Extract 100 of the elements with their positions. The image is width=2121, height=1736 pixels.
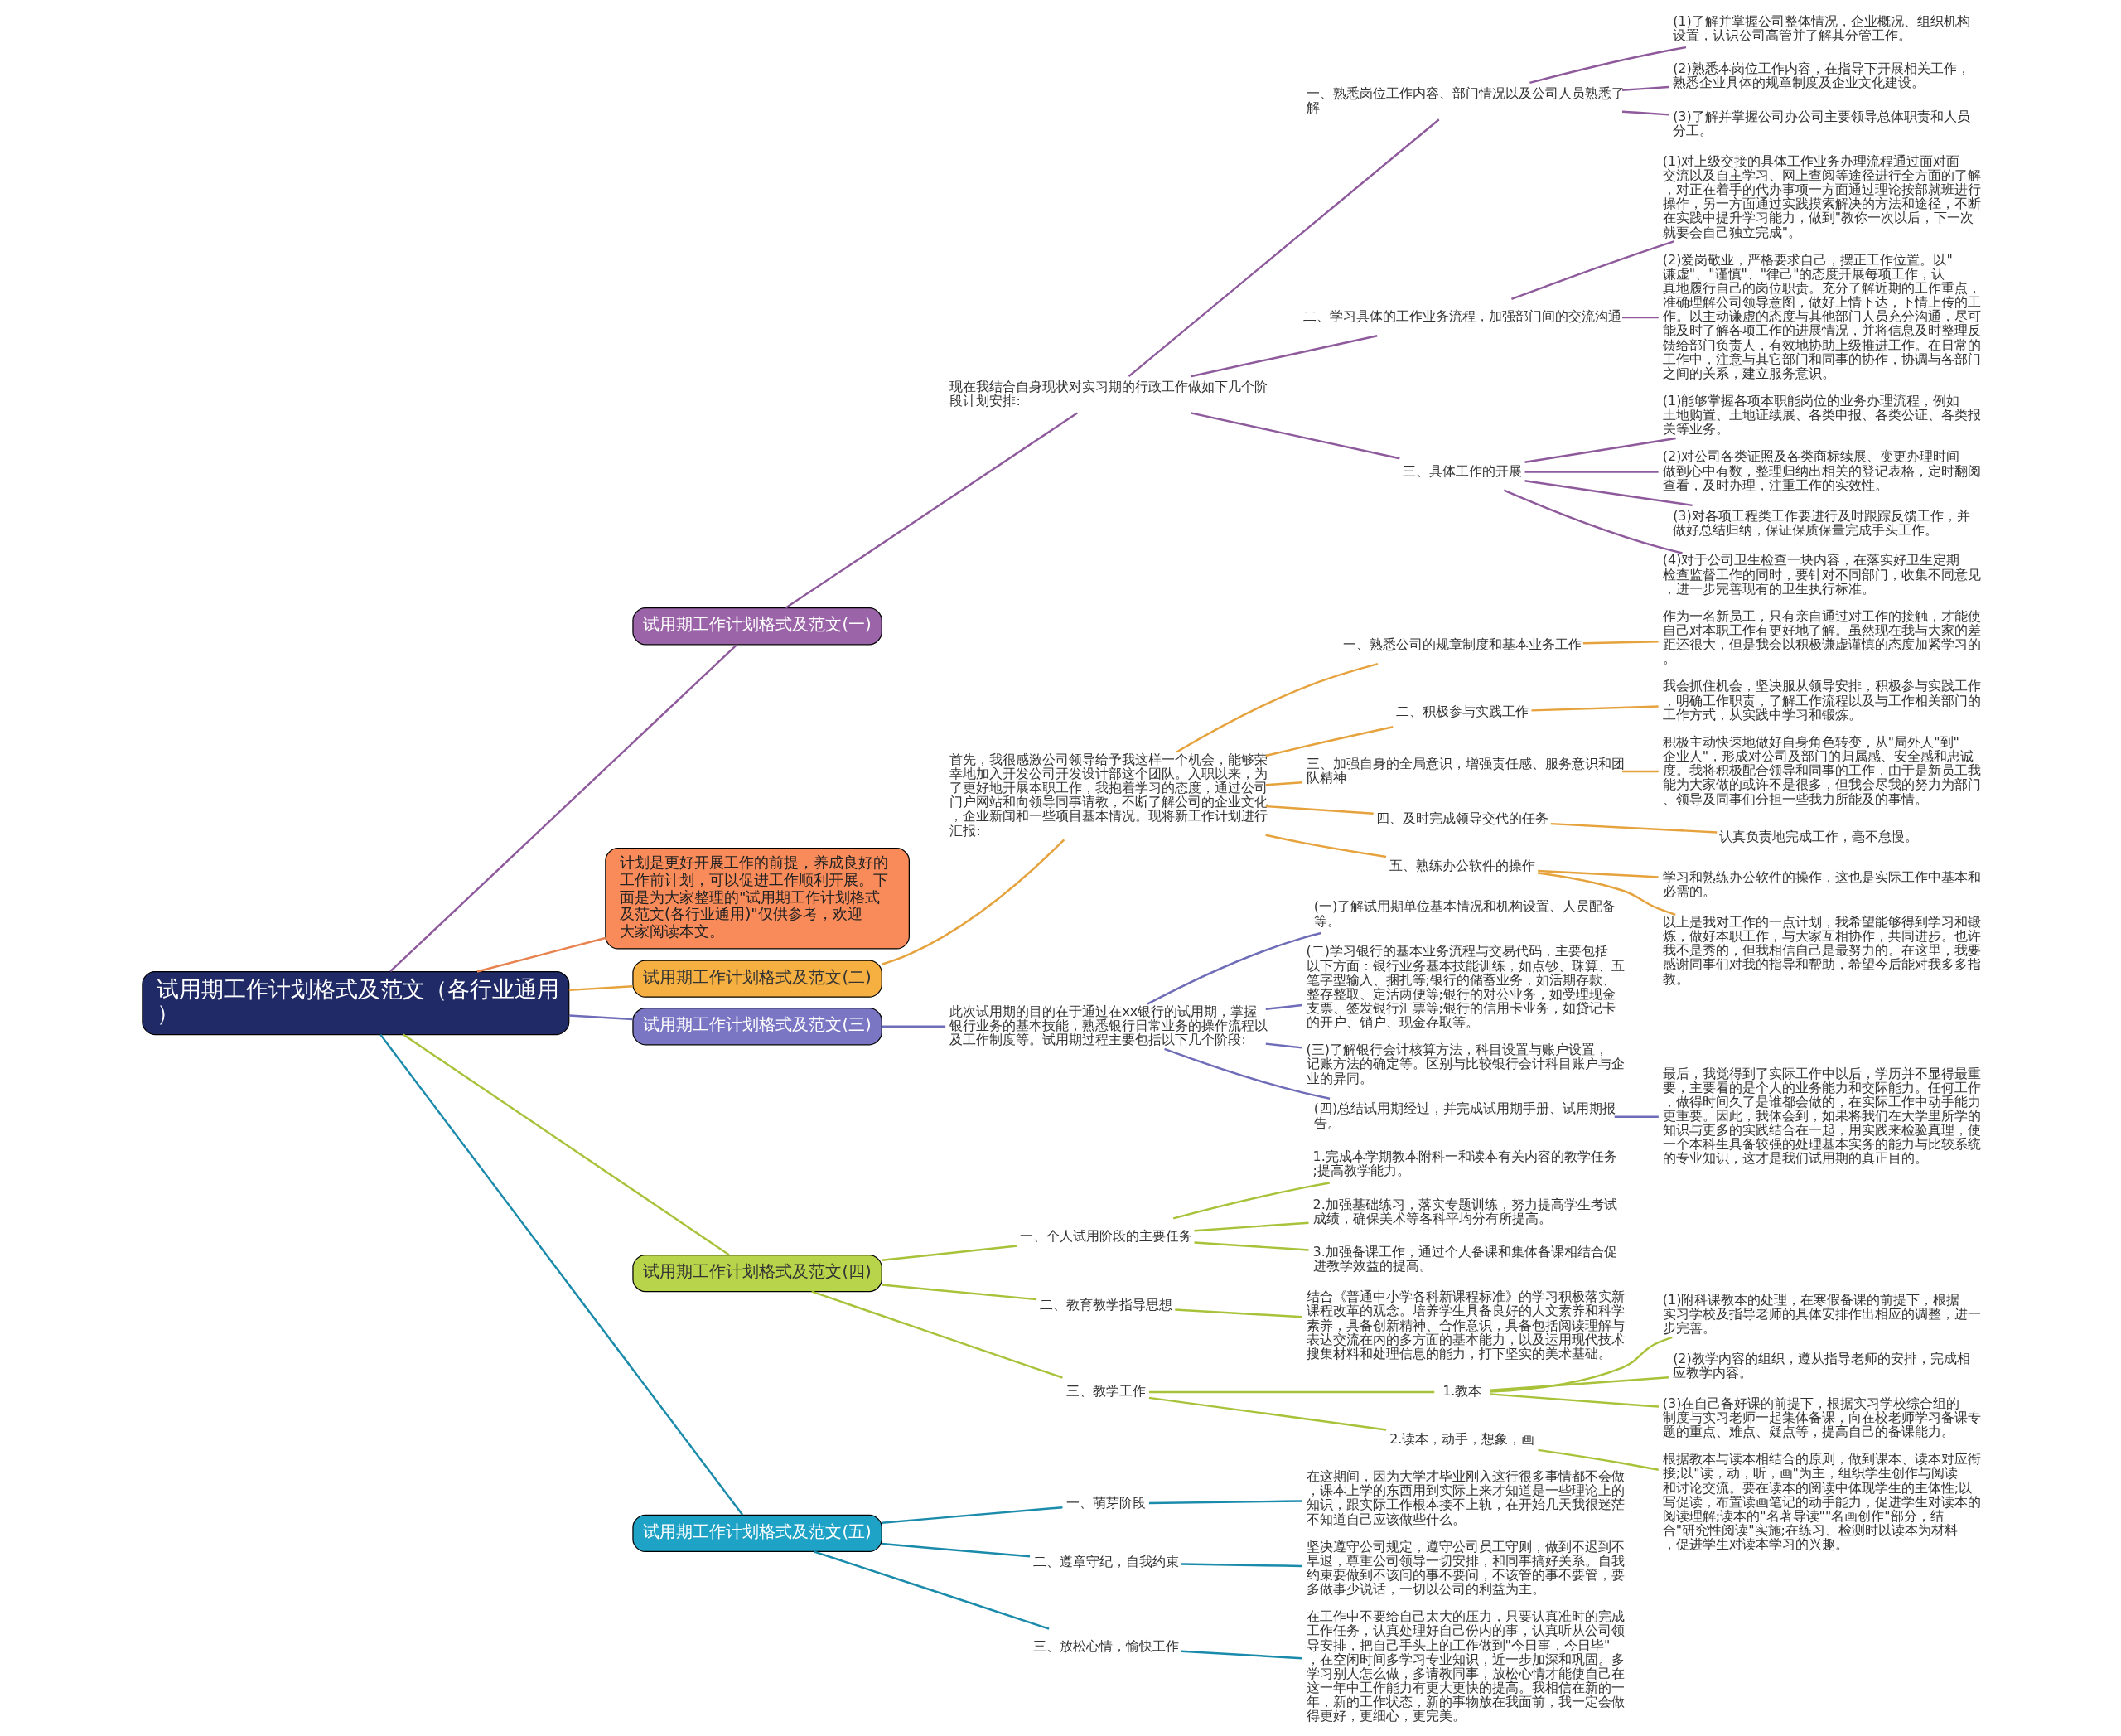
node-text: 在这期间，因为大学才毕业刚入这行很多事情都不会做，课本上学的东西用到实际上来才知道是一些理论上的知识，跟实际工作根本接不上轨，在开始几天我很迷茫不知道自己应该做些什么。 bbox=[1306, 1468, 1625, 1527]
connector bbox=[1190, 412, 1400, 460]
connector bbox=[1128, 118, 1440, 378]
node-text: 结合《普通中小学各科新课程标准》的学习积极落实新课程改革的观念。培养学生具备良好的人文素养和科学素养，具备创新精神、合作意识，具备包括阅读理解与表达交流在内的多方面的基本能力，以及运用现代技术搜集材料和处理信息的能力，打下坚实的美术基础。 bbox=[1306, 1289, 1625, 1361]
connector bbox=[1194, 1221, 1309, 1232]
connector bbox=[1176, 663, 1379, 753]
node-text: 二、学习具体的工作业务流程，加强部门间的交流沟通 bbox=[1302, 308, 1621, 325]
node-text: 认真负责地完成工作，毫不怠慢。 bbox=[1719, 828, 1919, 844]
node-text: (2)对公司各类证照及各类商标续展、变更办理时间做到心中有数，整理归纳出相关的登记表格，定时翻阅查看，及时办理，注重工作的实效性。 bbox=[1662, 448, 1981, 493]
node-text: 二、积极参与实践工作 bbox=[1395, 704, 1529, 720]
node-text: 积极主动快速地做好自身角色转变，从"局外人"到"企业人"，形成对公司及部门的归属感、安全感和忠诚度。我将积极配合领导和同事的工作，由于是新员工我能为大家做的或许不是很多，但我会尽我的努力为部门、领导及同事们分担一些我力所能及的事情。 bbox=[1662, 733, 1981, 807]
node-text: 三、放松心情，愉快工作 bbox=[1032, 1637, 1179, 1654]
connector bbox=[814, 1550, 1050, 1630]
connector bbox=[882, 1284, 1037, 1301]
node-text: 三、教学工作 bbox=[1065, 1383, 1146, 1400]
connector bbox=[1622, 316, 1659, 319]
connector bbox=[1265, 805, 1374, 815]
connector bbox=[882, 1506, 1063, 1524]
node-text: (二)学习银行的基本业务流程与交易代码，主要包括以下方面：银行业务基本技能训练，如点钞、珠算、五笔字型输入、捆扎等;银行的储蓄业务，如活期存款、整存整取、定活两便等;银行的对公业务，如受理现金支票、签发银行汇票等;银行的信用卡业务，如贷记卡的开户、销户、现金存取等。 bbox=[1306, 943, 1625, 1031]
connector bbox=[882, 1245, 1017, 1262]
node-text: (一)了解试用期单位基本情况和机构设置、人员配备等。 bbox=[1313, 898, 1616, 929]
connector bbox=[1490, 1393, 1660, 1408]
node-text: 3.加强备课工作，通过个人备课和集体备课相结合促进教学效益的提高。 bbox=[1312, 1244, 1617, 1274]
node-text: 1.教本 bbox=[1442, 1383, 1482, 1400]
node-text: 三、具体工作的开展 bbox=[1402, 462, 1522, 479]
node-text: 坚决遵守公司规定，遵守公司员工守则，做到不迟到不早退，尊重公司领导一切安排，和同事搞好关系。自我约束要做到不该问的事不要问，不该管的事不要管，要多做事少说话，一切以公司的利益为主。 bbox=[1306, 1538, 1625, 1598]
connector bbox=[1265, 834, 1387, 858]
connector bbox=[1510, 240, 1674, 301]
connector bbox=[1265, 1042, 1302, 1049]
connector bbox=[1524, 437, 1676, 463]
node-text: 首先，我很感激公司领导给予我这样一个机会，能够荣幸地加入开发公司开发设计部这个团队。入职以来，为了更好地开展本职工作，我抱着学习的态度，通过公司门户网站和向领导同事请教，不断了解公司的企业文化，企业新闻和一些项目基本情况。现将新工作计划进行汇报: bbox=[949, 751, 1268, 839]
node-text: 作为一名新员工，只有亲自通过对工作的接触，才能使自己对本职工作有更好地了解。虽然现在我与大家的差距还很大，但是我会以积极谦虚谨慎的态度加紧学习的。 bbox=[1662, 607, 1981, 667]
node-text: 1.完成本学期教本附科一和读本有关内容的教学任务;提高教学能力。 bbox=[1312, 1148, 1617, 1179]
node-box: 试用期工作计划格式及范文（各行业通用） bbox=[142, 970, 570, 1036]
node-text: 最后，我觉得到了实际工作中以后，学历并不显得最重要，主要看的是个人的业务能力和交际能力。任何工作，做得时间久了是谁都会做的，在实际工作中动手能力更重要。因此，我体会到，如果将我们在大学里所学的知识与更多的实践结合在一起，用实践来检验真理，使一个本科生具备较强的处理基本实务的能力与比较系统的专业知识，这才是我们试用期的真正目的。 bbox=[1662, 1065, 1981, 1167]
node-text: (1)了解并掌握公司整体情况，企业概况、组织机构设置，认识公司高管并了解其分管工作。 bbox=[1673, 12, 1970, 43]
node-box: 试用期工作计划格式及范文(三) bbox=[632, 1008, 882, 1046]
connector bbox=[1265, 781, 1302, 786]
connector bbox=[1538, 1448, 1659, 1471]
connector bbox=[1147, 931, 1321, 1005]
connector bbox=[389, 644, 737, 973]
connector bbox=[1181, 1650, 1302, 1660]
connector bbox=[882, 1025, 946, 1028]
node-text: 五、熟练办公软件的操作 bbox=[1389, 858, 1535, 874]
node-box: 试用期工作计划格式及范文(五) bbox=[632, 1514, 882, 1553]
connector bbox=[882, 1542, 1031, 1558]
node-text: 我会抓住机会，坚决服从领导安排，积极参与实践工作，明确工作职责，了解工作流程以及与工作相关部门的工作方式，从实践中学习和锻炼。 bbox=[1662, 678, 1981, 723]
node-text: (1)附科课教本的处理，在寒假备课的前提下，根据实习学校及指导老师的具体安排作出相应的调整，进一步完善。 bbox=[1662, 1291, 1981, 1337]
node-box: 试用期工作计划格式及范文(二) bbox=[632, 960, 882, 998]
connector bbox=[379, 1033, 744, 1516]
connector bbox=[1148, 1396, 1387, 1431]
node-text: 现在我结合自身现状对实习期的行政工作做如下几个阶段计划安排: bbox=[949, 378, 1268, 409]
connector bbox=[1172, 1182, 1330, 1220]
node-text: 一、熟悉岗位工作内容、部门情况以及公司人员熟悉了解 bbox=[1306, 85, 1625, 115]
connector bbox=[1582, 641, 1659, 645]
node-text: 二、教育教学指导思想 bbox=[1039, 1296, 1172, 1313]
connector bbox=[1490, 1336, 1673, 1393]
connector bbox=[1503, 489, 1683, 554]
node-text: 在工作中不要给自己太大的压力，只要认真准时的完成工作任务，认真处理好自己份内的事，认真听从公司领导安排，把自己手头上的工作做到"今日事，今日毕"，在空闲时间多学习专业知识，近一步加深和巩固。多学习别人怎么做，多请教同事，放松心情才能使自己在这一年中工作能力有更大更快的提高。我相信在新的一年，新的工作状态，新的事物放在我面前，我一定会做得更好，更细心，更完美。 bbox=[1306, 1608, 1625, 1724]
connector bbox=[1529, 46, 1687, 85]
node-text: 二、遵章守纪，自我约束 bbox=[1032, 1554, 1179, 1570]
connector bbox=[1621, 85, 1669, 92]
connector bbox=[1148, 1500, 1302, 1505]
connector bbox=[1550, 822, 1718, 834]
node-text: (1)对上级交接的具体工作业务办理流程通过面对面交流以及自主学习、网上查阅等途径进行全方面的了解，对正在着手的代办事项一方面通过理论按部就班进行操作，另一方面通过实践摸索解决的方法和途径，不断在实践中提升学习能力，做到"教你一次以后，下一次就要会自己独立完成"。 bbox=[1662, 152, 1981, 240]
node-text: 以上是我对工作的一点计划，我希望能够得到学习和锻炼，做好本职工作，与大家互相协作，共同进步。也许我不是秀的，但我相信自己是最努力的。在这里，我要感谢同事们对我的指导和帮助，希望今后能对我多多指教。 bbox=[1662, 913, 1981, 987]
connector bbox=[785, 412, 1078, 609]
connector bbox=[1622, 770, 1659, 773]
node-text: (2)熟悉本岗位工作内容，在指导下开展相关工作，熟悉企业具体的规章制度及企业文化建设。 bbox=[1673, 60, 1970, 91]
connector bbox=[1175, 1308, 1302, 1318]
node-box: 试用期工作计划格式及范文(一) bbox=[632, 607, 882, 646]
node-text: (2)爱岗敬业，严格要求自己，摆正工作位置。以"谦虚"、"谨慎"、"律己"的态度开展每项工作，认真地履行自己的岗位职责。充分了解近期的工作重点，准确理解公司领导意图，做好上情下达，下情上传的工作。以主动谦虚的态度与其他部门人员充分沟通，尽可能及时了解各项工作的进展情况，并将信息及时整理反馈给部门负责人，有效地协助上级推进工作。在日常的工作中，注意与其它部门和同事的协作，协调与各部门之间的关系，建立服务意识。 bbox=[1662, 251, 1981, 381]
connector bbox=[1181, 1563, 1302, 1568]
node-text: (三)了解银行会计核算方法，科目设置与账户设置，记账方法的确定等。区别与比较银行会计科目账户与企业的异同。 bbox=[1306, 1042, 1625, 1086]
node-text: 根据教本与读本相结合的原则，做到课本、读本对应衔接;以"读，动，听，画"为主，组织学生创作与阅读和讨论交流。要在读本的阅读中体现学生的主体性;以写促读，布置读画笔记的动手能力，促进学生对读本的阅读理解;读本的"名著导读""名画创作"部分，结合"研究性阅读"实施;在练习、检测时以读本为材料，促进学生对读本学习的兴趣。 bbox=[1662, 1451, 1981, 1553]
connector bbox=[568, 1014, 633, 1021]
node-text: 2.加强基础练习，落实专题训练，努力提高学生考试成绩，确保美术等各科平均分有所提高。 bbox=[1312, 1196, 1617, 1226]
node-text: 四、及时完成领导交代的任务 bbox=[1375, 810, 1548, 826]
connector bbox=[1164, 1047, 1331, 1100]
connector bbox=[811, 1290, 1063, 1379]
connector bbox=[881, 839, 1065, 965]
connector bbox=[1531, 705, 1659, 712]
node-text: 一、个人试用阶段的主要任务 bbox=[1019, 1227, 1192, 1244]
node-text: (3)了解并掌握公司办公司主要领导总体职责和人员分工。 bbox=[1673, 108, 1970, 138]
connector bbox=[476, 936, 606, 973]
node-text: 一、熟悉公司的规章制度和基本业务工作 bbox=[1342, 636, 1582, 653]
connector bbox=[1538, 869, 1659, 878]
connector bbox=[1524, 480, 1693, 507]
node-box: 试用期工作计划格式及范文(四) bbox=[632, 1254, 882, 1293]
node-text: (四)总结试用期经过，并完成试用期手册、试用期报告。 bbox=[1313, 1100, 1616, 1131]
node-text: (2)教学内容的组织，遵从指导老师的安排，完成相应教学内容。 bbox=[1673, 1350, 1970, 1381]
connector bbox=[1524, 471, 1659, 473]
connector bbox=[1614, 1115, 1659, 1119]
node-text: 一、萌芽阶段 bbox=[1065, 1495, 1146, 1511]
connector bbox=[1490, 1376, 1669, 1391]
node-text: 2.读本，动手，想象，画 bbox=[1389, 1430, 1535, 1447]
connector bbox=[1538, 872, 1676, 916]
node-text: 学习和熟练办公软件的操作，这也是实际工作中基本和必需的。 bbox=[1662, 868, 1981, 900]
connector bbox=[1194, 1241, 1309, 1251]
node-text: (3)对各项工程类工作要进行及时跟踪反馈工作，并做好总结归纳，保证保质保量完成手头工作。 bbox=[1673, 507, 1970, 538]
